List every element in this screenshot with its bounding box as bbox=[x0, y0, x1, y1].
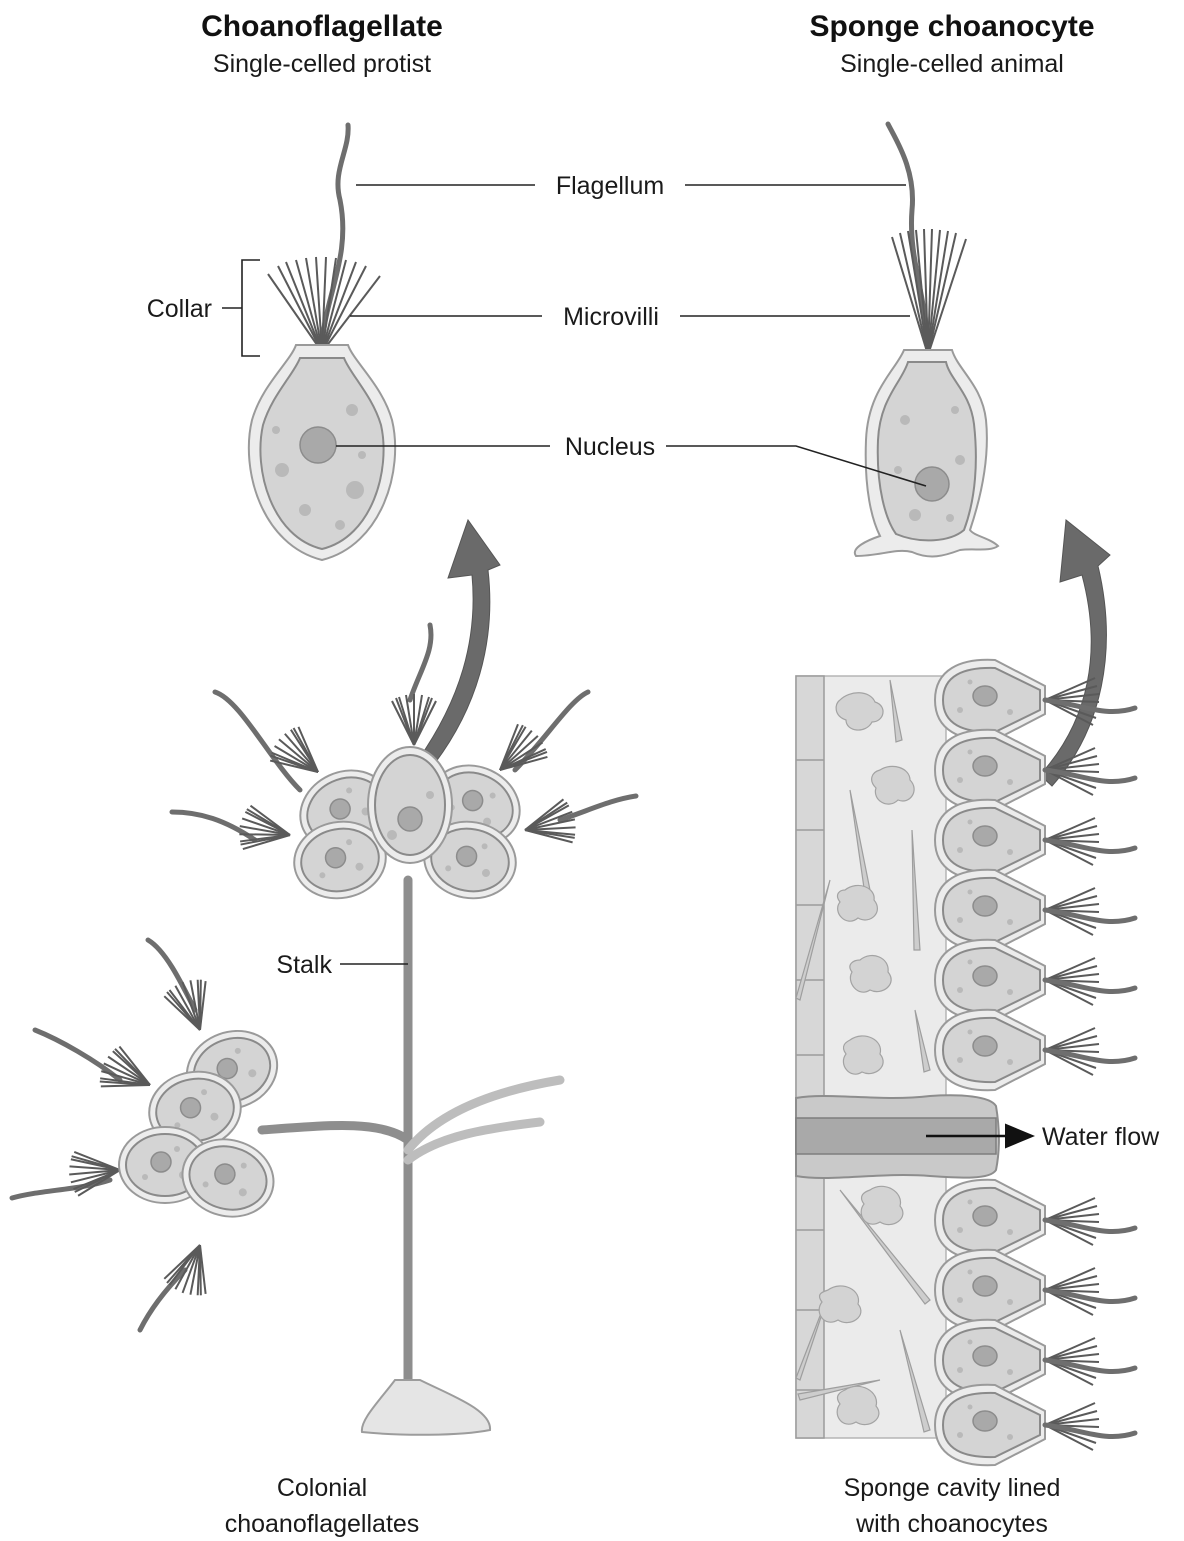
left-subtitle: Single-celled protist bbox=[213, 50, 431, 78]
label-collar: Collar bbox=[147, 295, 212, 323]
label-nucleus: Nucleus bbox=[565, 433, 655, 461]
label-flagellum: Flagellum bbox=[556, 172, 664, 200]
label-stalk: Stalk bbox=[276, 951, 332, 979]
choanoflagellate-cell bbox=[249, 125, 395, 560]
label-water-flow: Water flow bbox=[1042, 1123, 1160, 1151]
sponge-choanocyte-cell bbox=[855, 124, 998, 556]
collar-bracket bbox=[222, 260, 260, 356]
right-subtitle: Single-celled animal bbox=[840, 50, 1064, 78]
right-caption-line1: Sponge cavity lined bbox=[844, 1474, 1061, 1502]
colonial-choanoflagellates bbox=[12, 625, 636, 1435]
label-microvilli: Microvilli bbox=[563, 303, 659, 331]
left-caption-line2: choanoflagellates bbox=[225, 1510, 420, 1538]
sponge-cavity-wall bbox=[796, 660, 1135, 1465]
right-title: Sponge choanocyte bbox=[809, 10, 1094, 43]
left-title: Choanoflagellate bbox=[201, 10, 443, 43]
left-caption-line1: Colonial bbox=[277, 1474, 367, 1502]
arrow-cavity-to-cell bbox=[1040, 520, 1110, 786]
right-caption-line2: with choanocytes bbox=[855, 1510, 1048, 1538]
